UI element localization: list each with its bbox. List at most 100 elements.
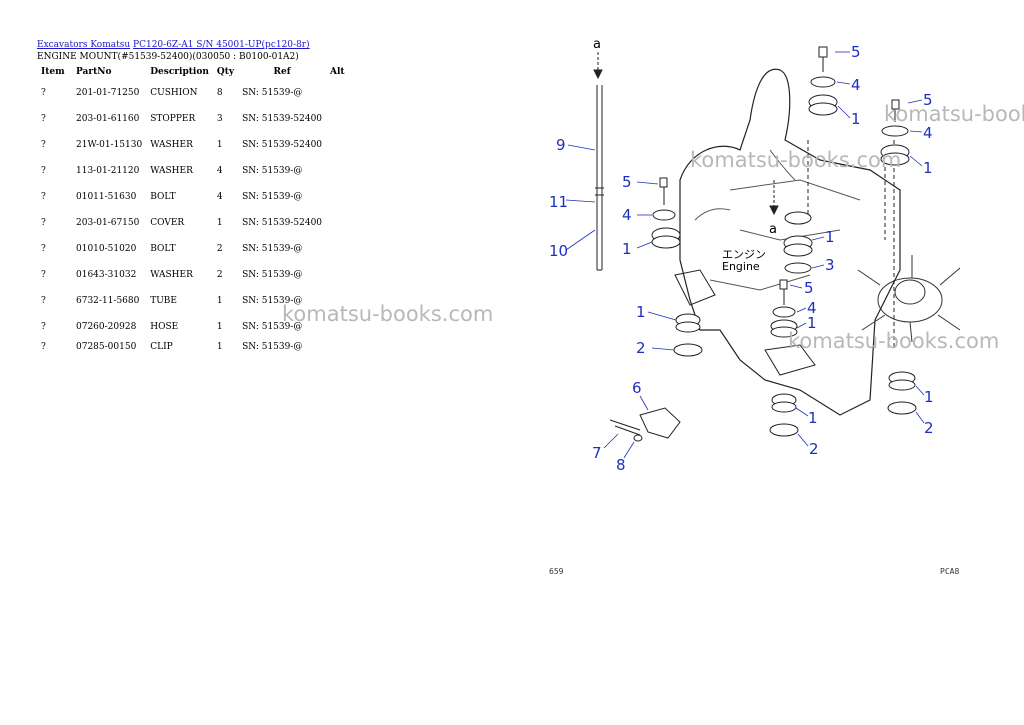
cell-ref: SN: 51539-@ (242, 166, 303, 176)
cell-ref: SN: 51539-@ (242, 192, 303, 202)
cell-qty: 1 (216, 140, 223, 150)
cell-ref: SN: 51539-@ (242, 270, 303, 280)
cell-partno: 07260-20928 (76, 322, 137, 332)
cell-partno: 21W-01-15130 (76, 140, 143, 150)
watermark-right: komatsu-books.com (788, 329, 1000, 353)
cell-partno: 01643-31032 (76, 270, 137, 280)
breadcrumb-link-model[interactable]: PC120-6Z-A1 S/N 45001-UP(pc120-8r) (133, 40, 310, 50)
callout-1-right: 1 (923, 159, 933, 177)
callout-4-left: 4 (622, 206, 632, 224)
header-qty: Qty (216, 67, 235, 77)
cell-ref: SN: 51539-@ (242, 342, 303, 352)
callout-4-top: 4 (851, 76, 861, 94)
cell-description: WASHER (150, 270, 193, 280)
cell-item: ? (41, 244, 46, 254)
parts-table: Item PartNo Description Qty Ref Alt ?201… (33, 64, 354, 354)
cell-qty: 1 (216, 342, 223, 352)
cell-qty: 1 (216, 218, 223, 228)
cell-alt (326, 210, 354, 236)
callout-1-left: 1 (622, 240, 632, 258)
callout-1-middle-low: 1 (807, 314, 817, 332)
cell-description: HOSE (150, 322, 179, 332)
table-row: ? 203-01-61160 STOPPER 3 SN: 51539-52400 (33, 106, 354, 132)
callout-1-bottom-middle: 1 (808, 409, 818, 427)
cell-item: ? (41, 88, 46, 98)
header-alt: Alt (330, 67, 345, 77)
cell-alt (326, 340, 354, 354)
cell-qty: 2 (216, 244, 223, 254)
callout-4-middle: 4 (807, 299, 817, 317)
header-description: Description (150, 67, 209, 77)
callout-1-bottom-right: 1 (924, 388, 934, 406)
cell-description: STOPPER (150, 114, 196, 124)
cell-description: WASHER (150, 166, 193, 176)
cell-item: ? (41, 140, 46, 150)
cell-alt (326, 158, 354, 184)
callout-1-middle: 1 (825, 228, 835, 246)
header-item: Item (41, 67, 65, 77)
cell-partno: 203-01-61160 (76, 114, 140, 124)
cell-ref: SN: 51539-@ (242, 296, 303, 306)
cell-alt (326, 184, 354, 210)
callout-2-bottom-middle: 2 (809, 440, 819, 458)
callout-7: 7 (592, 444, 602, 462)
parts-diagram: エンジン Engine a a 5 4 1 5 4 1 9 11 10 5 4 … (549, 37, 961, 474)
callout-5-top: 5 (851, 43, 861, 61)
cell-item: ? (41, 342, 46, 352)
cell-partno: 07285-00150 (76, 342, 137, 352)
cell-description: WASHER (150, 140, 193, 150)
table-row: ? 113-01-21120 WASHER 4 SN: 51539-@ (33, 158, 354, 184)
cell-ref: SN: 51539-52400 (242, 114, 323, 124)
cell-alt (326, 80, 354, 106)
callout-8: 8 (616, 456, 626, 474)
cell-description: CUSHION (150, 88, 198, 98)
callout-11: 11 (549, 193, 568, 211)
cell-item: ? (41, 270, 46, 280)
table-row: ? 21W-01-15130 WASHER 1 SN: 51539-52400 (33, 132, 354, 158)
callout-4-right: 4 (923, 124, 933, 142)
watermark-top: komatsu-books.com (690, 148, 902, 172)
cell-ref: SN: 51539-@ (242, 244, 303, 254)
callout-9: 9 (556, 136, 566, 154)
callout-5-middle: 5 (804, 279, 814, 297)
cell-partno: 201-01-71250 (76, 88, 140, 98)
cell-qty: 4 (216, 166, 223, 176)
page-number-left: 659 (549, 567, 564, 576)
callout-2-bottom-right: 2 (924, 419, 934, 437)
callout-a-top: a (593, 37, 601, 52)
cell-partno: 113-01-21120 (76, 166, 140, 176)
cell-partno: 01011-51630 (76, 192, 137, 202)
breadcrumb: Excavators Komatsu PC120-6Z-A1 S/N 45001… (37, 40, 310, 50)
page-title: ENGINE MOUNT(#51539-52400)(030050 : B010… (37, 52, 299, 62)
cell-ref: SN: 51539-52400 (242, 140, 323, 150)
cell-alt (326, 236, 354, 262)
table-header-row: Item PartNo Description Qty Ref Alt (33, 64, 354, 80)
cell-item: ? (41, 192, 46, 202)
cell-item: ? (41, 166, 46, 176)
engine-label-jp: エンジン (722, 248, 766, 261)
engine-label: Engine (722, 260, 760, 273)
cell-partno: 203-01-67150 (76, 218, 140, 228)
callout-10: 10 (549, 242, 568, 260)
callout-1-top: 1 (851, 110, 861, 128)
cell-item: ? (41, 114, 46, 124)
callout-5-right: 5 (923, 91, 933, 109)
callout-2-bottom-left: 2 (636, 339, 646, 357)
callout-5-left: 5 (622, 173, 632, 191)
cell-alt (326, 132, 354, 158)
cell-description: TUBE (150, 296, 177, 306)
cell-partno: 6732-11-5680 (76, 296, 140, 306)
cell-alt (326, 262, 354, 288)
cell-qty: 3 (216, 114, 223, 124)
cell-qty: 4 (216, 192, 223, 202)
cell-description: BOLT (150, 192, 176, 202)
breadcrumb-link-category[interactable]: Excavators Komatsu (37, 40, 131, 50)
watermark-center: komatsu-books.com (282, 302, 494, 326)
cell-description: BOLT (150, 244, 176, 254)
page-number-right: PCA8 (940, 567, 960, 576)
cell-qty: 8 (216, 88, 223, 98)
